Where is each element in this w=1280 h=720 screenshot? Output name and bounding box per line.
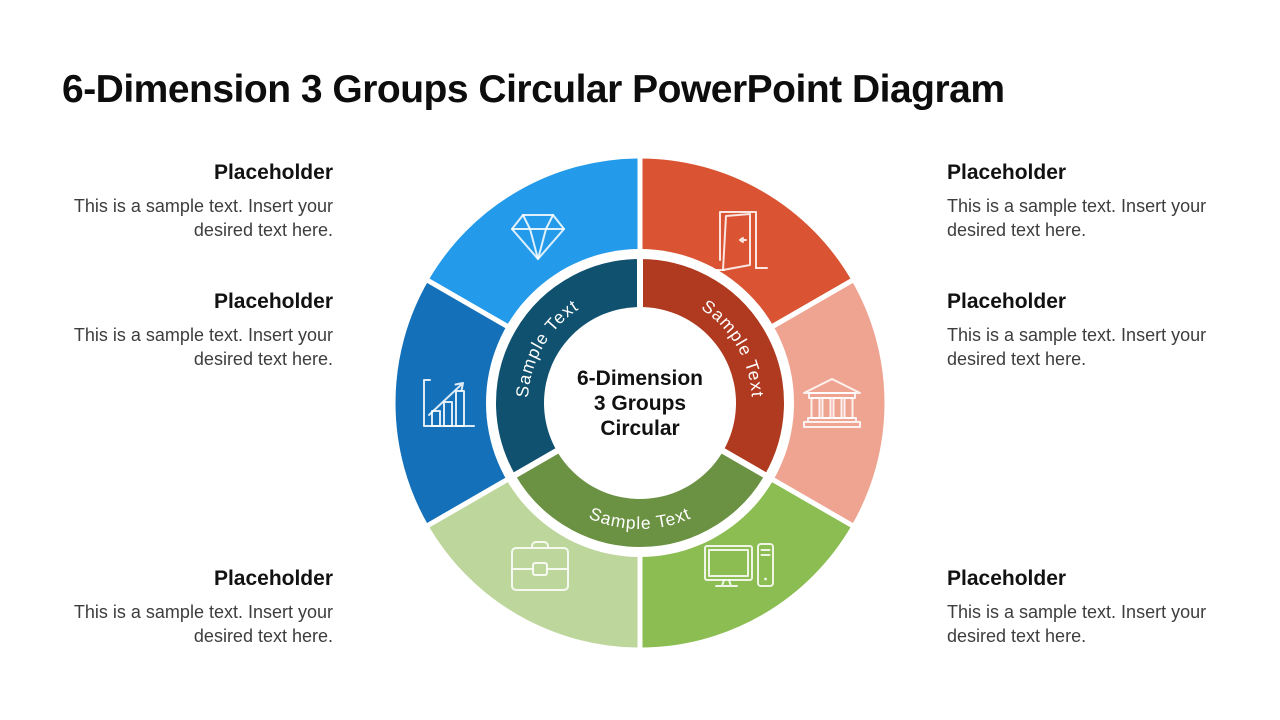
placeholder-heading: Placeholder (947, 161, 1067, 184)
placeholder-body: This is a sample text. Insert your desir… (947, 196, 1207, 240)
briefcase-icon (511, 541, 569, 591)
center-circle (544, 307, 736, 499)
placeholder-heading: Placeholder (213, 290, 333, 313)
placeholder-body: This is a sample text. Insert your desir… (947, 325, 1207, 369)
bar-chart-icon (423, 379, 475, 427)
placeholder-heading: Placeholder (213, 567, 333, 590)
placeholder-heading: Placeholder (947, 567, 1067, 590)
placeholder-block-left-3: Placeholder This is a sample text. Inser… (71, 566, 333, 648)
placeholder-block-left-1: Placeholder This is a sample text. Inser… (71, 160, 333, 242)
placeholder-body: This is a sample text. Insert your desir… (947, 602, 1207, 646)
center-label-line3: Circular (600, 417, 680, 440)
center-label-line2: 3 Groups (593, 392, 687, 415)
placeholder-block-right-3: Placeholder This is a sample text. Inser… (947, 566, 1209, 648)
center-circle-label: 6-Dimension 3 Groups Circular (530, 366, 750, 441)
circular-diagram-svg: Sample Text Sample Text Sample Text (390, 153, 890, 653)
circular-diagram: Sample Text Sample Text Sample Text (390, 153, 890, 653)
placeholder-block-right-2: Placeholder This is a sample text. Inser… (947, 289, 1209, 371)
center-label-line1: 6-Dimension (576, 367, 704, 390)
computer-icon (704, 543, 774, 587)
placeholder-body: This is a sample text. Insert your desir… (73, 602, 333, 646)
diamond-icon (511, 214, 565, 260)
bank-icon (803, 378, 861, 428)
placeholder-body: This is a sample text. Insert your desir… (73, 325, 333, 369)
placeholder-heading: Placeholder (947, 290, 1067, 313)
placeholder-block-right-1: Placeholder This is a sample text. Inser… (947, 160, 1209, 242)
placeholder-block-left-2: Placeholder This is a sample text. Inser… (71, 289, 333, 371)
slide-title: 6-Dimension 3 Groups Circular PowerPoint… (62, 68, 1005, 112)
placeholder-heading: Placeholder (213, 161, 333, 184)
placeholder-body: This is a sample text. Insert your desir… (73, 196, 333, 240)
door-icon (708, 211, 768, 271)
